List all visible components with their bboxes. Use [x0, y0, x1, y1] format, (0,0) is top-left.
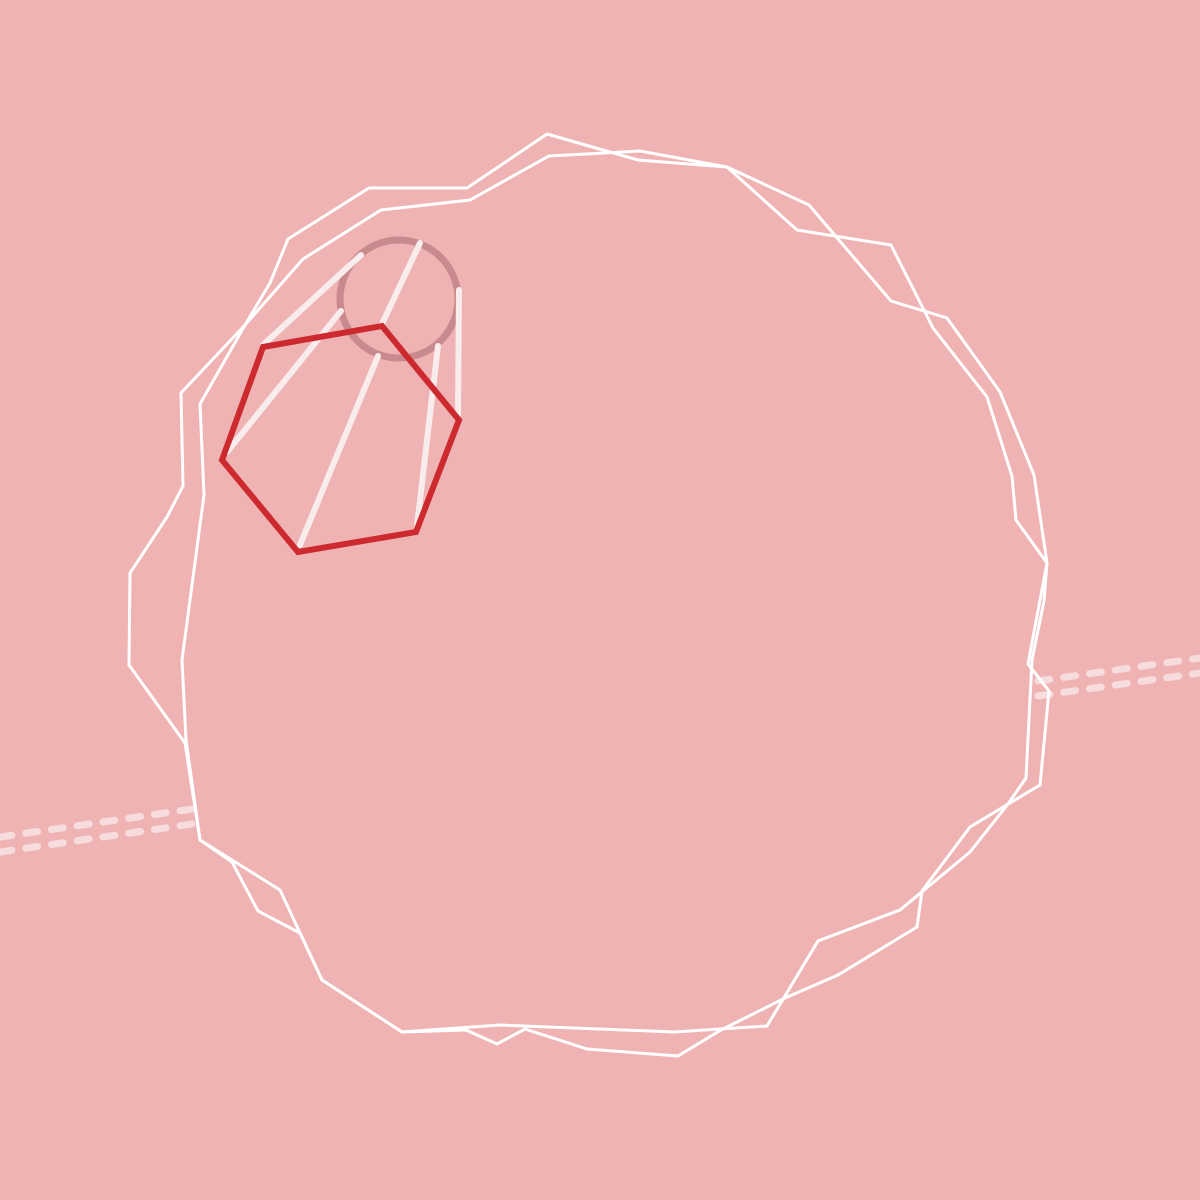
streak-6	[414, 343, 441, 529]
streak-4	[297, 353, 381, 548]
hexagon-outline	[218, 322, 463, 556]
streak-1	[260, 252, 364, 348]
dashed-line-left	[0, 805, 196, 856]
dashed-line-right	[1034, 654, 1200, 700]
outer-blob-outline	[127, 132, 1051, 1058]
inner-blob-outline	[180, 149, 1049, 1034]
streak-3	[379, 240, 423, 327]
streak-5	[455, 287, 462, 418]
